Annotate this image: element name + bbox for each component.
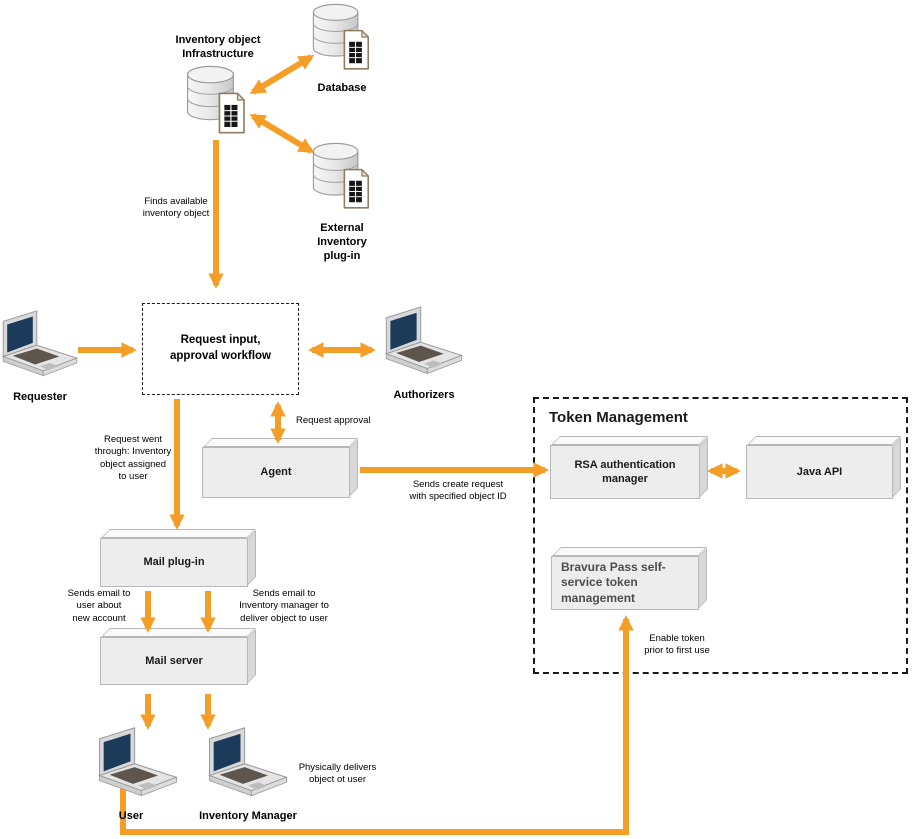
external-plugin-label: External Inventory plug-in — [317, 222, 367, 262]
rsa-auth-manager-node: RSA authentication manager — [550, 445, 700, 499]
laptop-icon-authorizers — [383, 306, 465, 377]
agent-label: Agent — [260, 466, 292, 479]
sends-email-user-annotation: Sends email to user about new account — [67, 588, 131, 624]
token-management-box: Token Management — [533, 397, 908, 674]
database-icon-inventory-infrastructure — [185, 64, 249, 136]
request-went-through-annotation: Request went through: Inventory object a… — [94, 434, 172, 483]
enable-token-annotation: Enable token prior to first use — [644, 633, 710, 657]
request-workflow-label: Request input, approval workflow — [170, 334, 271, 362]
java-api-label: Java API — [796, 465, 843, 478]
authorizers-label: Authorizers — [393, 389, 455, 401]
inventory-infrastructure-label: Inventory object Infrastructure — [175, 34, 261, 60]
mail-server-node: Mail server — [100, 637, 248, 685]
bravura-pass-node: Bravura Pass self- service token managem… — [551, 556, 699, 610]
requester-label: Requester — [13, 391, 67, 403]
token-management-title: Token Management — [549, 409, 688, 426]
sends-create-request-annotation: Sends create request with specified obje… — [409, 479, 507, 503]
arrow-db-external-plugin — [249, 113, 315, 154]
physically-delivers-annotation: Physically delivers object ot user — [298, 762, 377, 786]
request-workflow-box: Request input, approval workflow — [142, 303, 299, 395]
request-approval-annotation: Request approval — [296, 415, 371, 426]
mail-plugin-node: Mail plug-in — [100, 538, 248, 587]
database-label: Database — [317, 82, 367, 94]
bravura-pass-label: Bravura Pass self- service token managem… — [561, 559, 666, 605]
mail-server-label: Mail server — [145, 654, 203, 667]
laptop-icon-requester — [0, 310, 80, 379]
user-label: User — [118, 810, 144, 822]
finds-available-annotation: Finds available inventory object — [142, 196, 210, 220]
inventory-manager-label: Inventory Manager — [199, 810, 297, 822]
java-api-node: Java API — [746, 445, 893, 499]
database-icon-database — [311, 2, 373, 72]
sends-email-manager-annotation: Sends email to Inventory manager to deli… — [239, 588, 329, 624]
laptop-icon-user — [96, 727, 180, 799]
laptop-icon-inventory-manager — [206, 727, 290, 799]
rsa-auth-manager-label: RSA authentication manager — [574, 458, 676, 485]
database-icon-external-plugin — [311, 141, 373, 211]
agent-node: Agent — [202, 447, 350, 498]
mail-plugin-label: Mail plug-in — [143, 556, 205, 569]
